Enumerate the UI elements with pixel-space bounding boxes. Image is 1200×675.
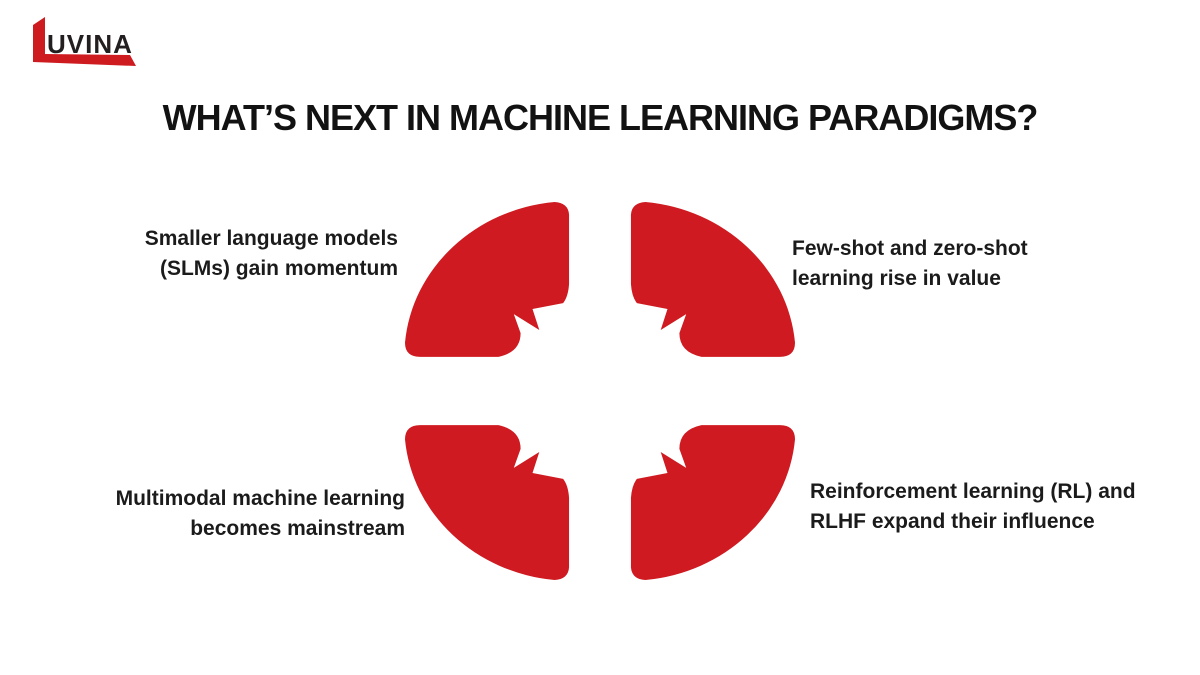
cycle-diagram — [405, 202, 795, 580]
page-title: WHAT’S NEXT IN MACHINE LEARNING PARADIGM… — [162, 97, 1039, 138]
cycle-segment-bottom-left-icon — [405, 425, 570, 580]
label-bottom-right-line2: RLHF expand their influence — [810, 510, 1095, 533]
label-bottom-left-line2: becomes mainstream — [190, 517, 405, 540]
label-bottom-right: Reinforcement learning (RL) and RLHF exp… — [810, 477, 1136, 537]
luvina-logo: UVINA — [33, 17, 136, 66]
label-top-left-line1: Smaller language models — [144, 227, 398, 250]
label-top-right: Few-shot and zero-shot learning rise in … — [792, 234, 1028, 294]
label-bottom-left-line1: Multimodal machine learning — [115, 487, 405, 510]
label-top-left: Smaller language models (SLMs) gain mome… — [145, 224, 398, 284]
label-top-left-line2: (SLMs) gain momentum — [159, 257, 398, 280]
label-bottom-left: Multimodal machine learning becomes main… — [116, 484, 405, 544]
label-top-right-line1: Few-shot and zero-shot — [792, 237, 1028, 260]
cycle-segment-top-right-icon — [630, 202, 795, 357]
logo-l-mark-icon — [33, 17, 136, 66]
cycle-segment-top-left-icon — [405, 202, 570, 357]
label-bottom-right-line1: Reinforcement learning (RL) and — [810, 480, 1136, 503]
cycle-segments — [405, 202, 795, 580]
cycle-segment-bottom-right-icon — [630, 425, 795, 580]
label-top-right-line2: learning rise in value — [792, 267, 1001, 290]
logo-text: UVINA — [47, 29, 133, 59]
